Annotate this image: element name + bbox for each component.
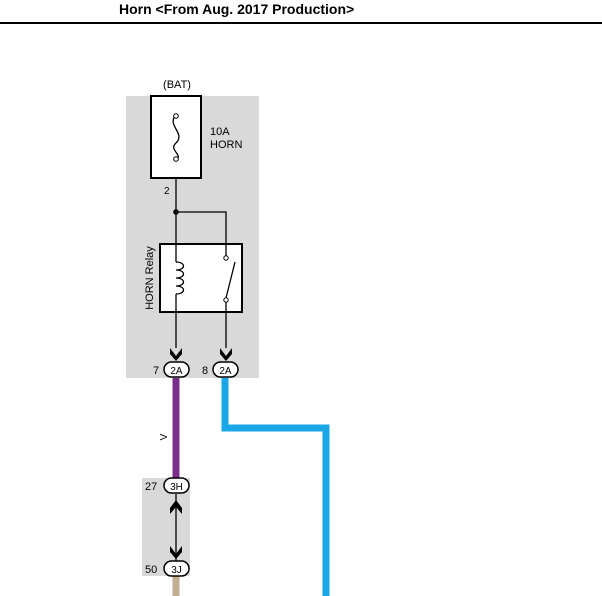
- wire-color-label: V: [159, 433, 170, 440]
- connector-pin-27: 27: [145, 481, 157, 493]
- connector-pill-50: [163, 560, 190, 577]
- page-title: Horn <From Aug. 2017 Production>: [119, 1, 355, 17]
- fuse-box: [150, 95, 202, 179]
- wire-to-switch: [176, 211, 227, 244]
- connector-pill-7: [163, 361, 190, 378]
- connector-pin-7: 7: [153, 365, 159, 377]
- connector-code-7: 2A: [170, 366, 183, 377]
- connector-code-8: 2A: [219, 366, 232, 377]
- connector-code-27: 3H: [170, 482, 183, 493]
- connector-arrow-8: [220, 348, 232, 361]
- coil-icon: [175, 261, 185, 295]
- fuse-name: HORN: [210, 139, 242, 151]
- power-source-label: (BAT): [163, 79, 191, 91]
- connector-pill-8: [212, 361, 239, 378]
- connector-arrow-3j: [170, 546, 182, 559]
- inline-connector-block: [142, 478, 190, 576]
- fuse-terminal-bottom: [173, 156, 179, 162]
- relay-box: [159, 243, 243, 313]
- fuse-icon: [172, 114, 180, 161]
- header-bar: Horn <From Aug. 2017 Production>: [0, 0, 602, 24]
- wire-blue: [221, 378, 330, 596]
- fuse-pin-label: 2: [164, 186, 170, 197]
- connector-pin-8: 8: [202, 365, 208, 377]
- fuse-terminal-top: [173, 113, 179, 119]
- connector-pill-27: [163, 477, 190, 494]
- switch-blade: [225, 261, 236, 299]
- connector-arrow-7: [170, 348, 182, 361]
- connector-pin-50: 50: [145, 564, 157, 576]
- relay-label: HORN Relay: [144, 246, 156, 310]
- connector-code-50: 3J: [171, 565, 182, 576]
- switch-contact-top: [223, 255, 229, 261]
- switch-contact-bottom: [223, 297, 229, 303]
- connector-arrow-3h: [170, 500, 182, 514]
- fuse-rating: 10A: [210, 126, 230, 138]
